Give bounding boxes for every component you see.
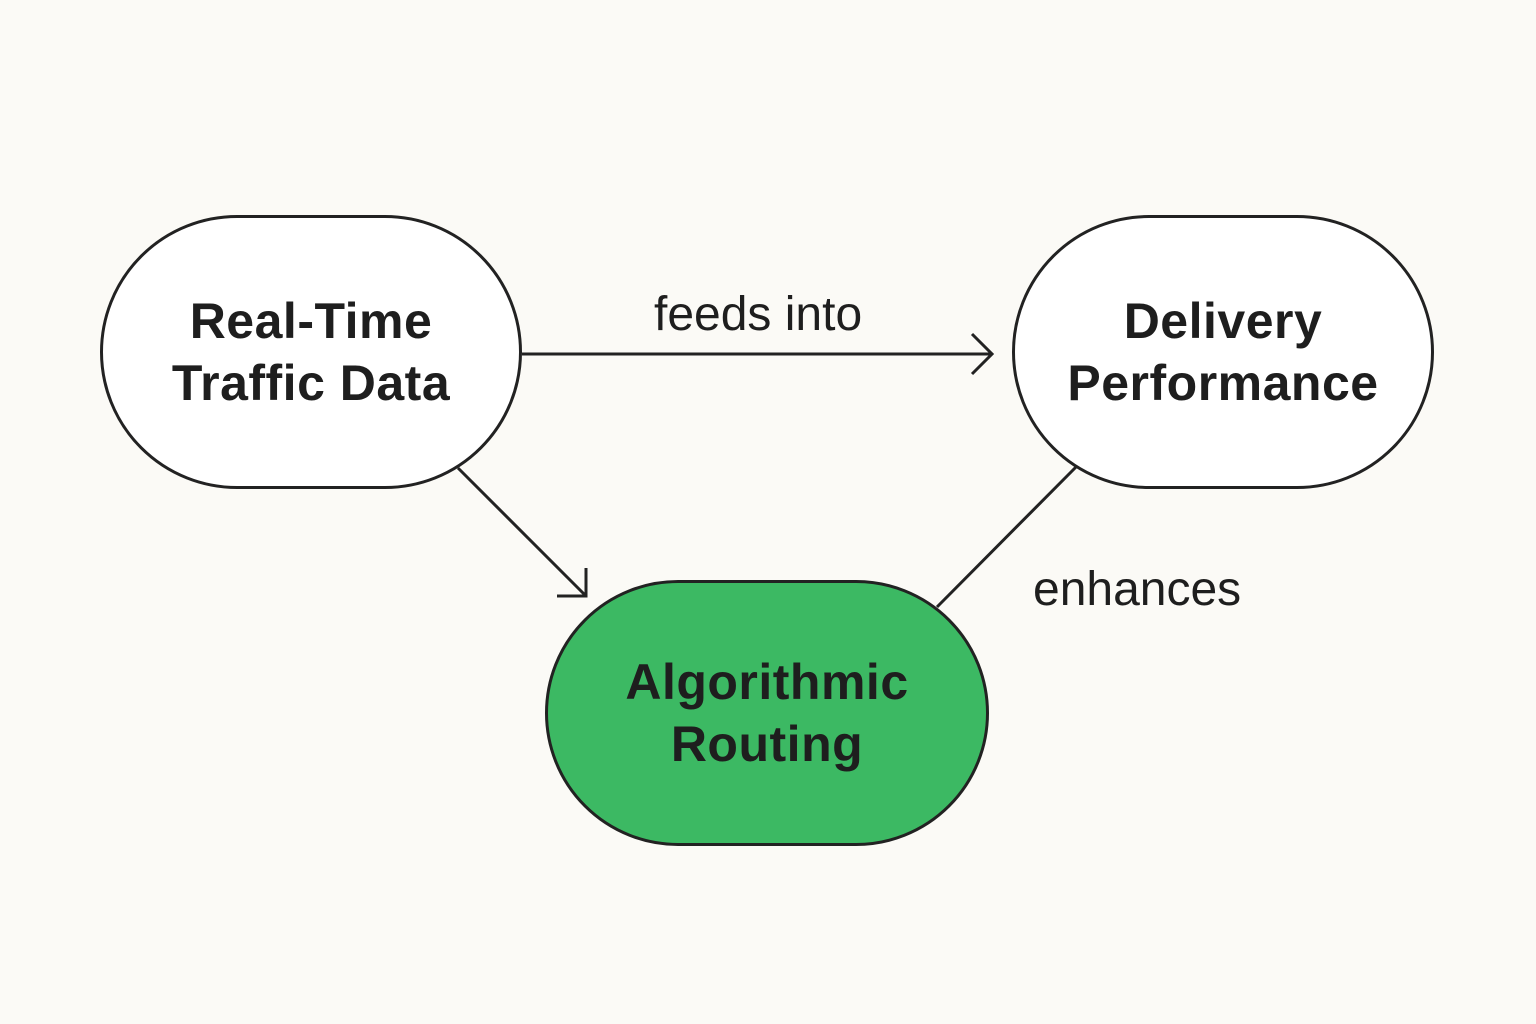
node-label-line: Real-Time [189, 293, 433, 349]
node-algorithmic-routing: Algorithmic Routing [545, 580, 989, 846]
node-label-line: Traffic Data [171, 355, 451, 411]
node-label: Delivery Performance [1067, 290, 1378, 414]
node-label: Algorithmic Routing [625, 651, 908, 775]
node-label: Real-Time Traffic Data [172, 290, 450, 414]
node-real-time-traffic-data: Real-Time Traffic Data [100, 215, 522, 489]
node-label-line: Performance [1067, 355, 1379, 411]
edge-label-feeds-into: feeds into [654, 288, 863, 341]
edge-label-enhances: enhances [1033, 563, 1242, 616]
edge-feeds-into-arrowhead [970, 332, 995, 376]
node-delivery-performance: Delivery Performance [1012, 215, 1434, 489]
edge-traffic-routing-arrowhead [557, 568, 588, 598]
node-label-line: Routing [670, 716, 864, 772]
edge-traffic-routing-line [456, 466, 588, 598]
edge-enhances-line [935, 465, 1078, 609]
node-label-line: Algorithmic [625, 654, 909, 710]
node-label-line: Delivery [1123, 293, 1323, 349]
